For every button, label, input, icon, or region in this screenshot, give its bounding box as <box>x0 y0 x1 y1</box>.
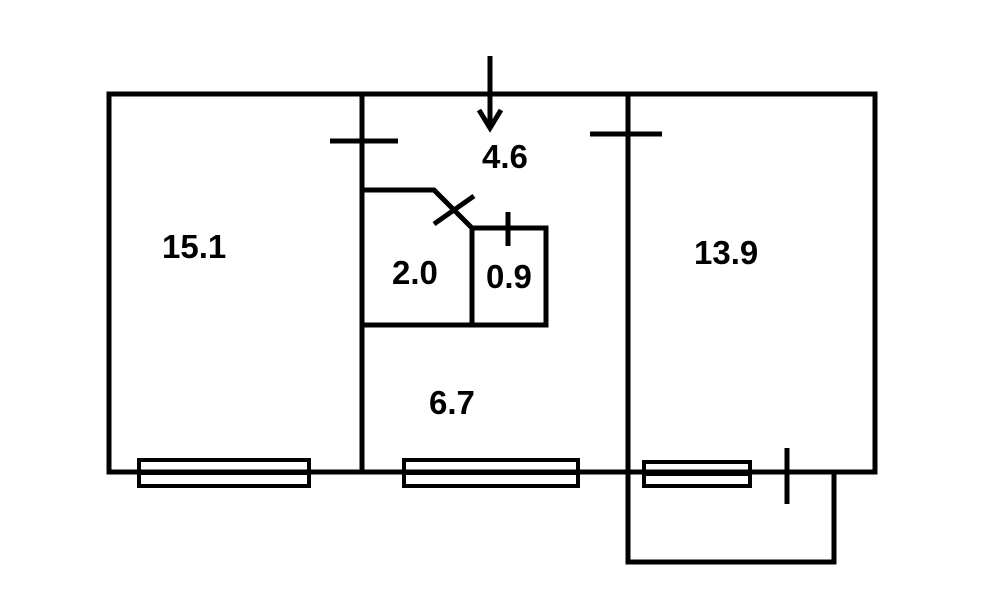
area-label-bathroom: 2.0 <box>392 254 438 291</box>
area-label-toilet: 0.9 <box>486 258 532 295</box>
toilet-wall <box>469 225 549 328</box>
area-label-kitchen: 6.7 <box>429 384 475 421</box>
area-label-hall: 4.6 <box>482 138 528 175</box>
entrance-arrow-icon <box>476 56 504 133</box>
area-label-left-room: 15.1 <box>162 228 226 265</box>
balcony-outline <box>625 469 837 565</box>
door-mark-bathroom <box>432 193 476 227</box>
area-label-right-room: 13.9 <box>694 234 758 271</box>
